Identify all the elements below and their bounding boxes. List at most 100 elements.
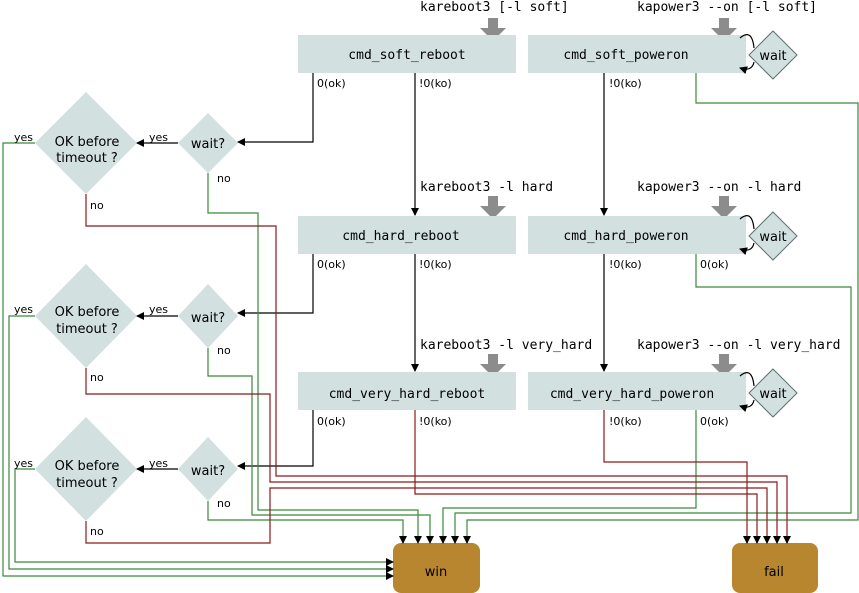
terminal-win-label: win [425,565,447,580]
edge-label-yes: yes [149,131,168,144]
decision-ok-2-line2: timeout ? [56,322,118,337]
decision-wait-2-label: wait? [191,311,225,326]
edge-label-ok: 0(ok) [317,415,346,428]
box-soft-reboot-label: cmd_soft_reboot [348,48,465,63]
box-hard-reboot-label: cmd_hard_reboot [342,229,459,244]
wait-diamond [748,30,798,80]
command-kapower-very-hard: kapower3 --on -l very_hard [637,338,841,353]
decision-ok-3-line1: OK before [55,459,120,474]
wait-label: wait [759,49,786,64]
wait-loop-soft: wait [739,30,798,80]
edge-soft-poweron-ok-win [463,73,859,544]
edge-label-no: no [217,172,231,185]
failure-lines [85,194,791,544]
decision-ok-3-line2: timeout ? [56,476,118,491]
wait-loop-out [739,34,755,49]
edge-label-yes: yes [14,131,33,144]
box-hard-reboot [298,216,516,254]
decision-ok-1-line2: timeout ? [56,151,118,166]
edge-label-ko: !0(ko) [609,77,642,90]
command-kapower-soft: kapower3 --on [-l soft] [637,0,817,15]
box-hard-poweron [528,216,746,254]
command-arrow [711,196,737,219]
decision-ok-2-line1: OK before [55,305,120,320]
decision-ok-3 [35,417,137,521]
command-arrow [480,196,506,219]
edge-label-ko: !0(ko) [609,258,642,271]
command-kareboot-hard: kareboot3 -l hard [420,180,553,195]
box-very-hard-reboot-label: cmd_very_hard_reboot [329,387,486,402]
decision-wait-1-label: wait? [191,137,225,152]
edge-wait2-no-win [207,348,434,544]
command-kareboot-very-hard: kareboot3 -l very_hard [420,338,592,353]
box-very-hard-reboot [298,372,516,410]
edge-label-no: no [217,497,231,510]
success-lines [2,73,859,580]
edge-ok2-no-fail [85,368,781,544]
decision-ok-1-line1: OK before [55,135,120,150]
wait-loop-out [739,215,755,230]
box-soft-reboot [298,35,516,73]
edge-label-no: no [90,371,104,384]
edge-label-yes: yes [14,303,33,316]
edge-hard-poweron-ok-win [451,254,852,544]
edge-ok-to-wait-1 [237,73,314,146]
terminal-win [393,543,480,593]
edge-ok1-no-fail [85,194,791,544]
edge-label-no: no [90,199,104,212]
wait-loop-in [739,399,755,413]
command-arrow [711,18,737,41]
edge-label-ok: 0(ok) [317,258,346,271]
edge-label-ok: 0(ok) [700,258,729,271]
box-very-hard-poweron [528,372,746,410]
edge-wait3-no-win [207,501,407,544]
decision-ok-1 [35,92,137,194]
flow-lines [136,73,608,473]
edge-label-ko: !0(ko) [419,77,452,90]
terminal-fail [732,543,818,593]
box-hard-poweron-label: cmd_hard_poweron [563,229,688,244]
edge-ok-to-wait-3 [237,410,314,470]
box-very-hard-poweron-label: cmd_very_hard_poweron [550,387,714,402]
decision-wait-1 [178,113,238,173]
command-arrow [480,18,506,41]
edge-ok-to-wait-2 [237,254,314,317]
decision-ok-2 [35,264,137,368]
box-soft-poweron [528,35,746,73]
edge-label-ko: !0(ko) [419,415,452,428]
edge-label-ok: 0(ok) [317,77,346,90]
wait-label: wait [759,387,786,402]
edge-label-no: no [90,525,104,538]
edge-ok2-yes-win [8,315,394,573]
decision-wait-3-label: wait? [191,464,225,479]
box-soft-poweron-label: cmd_soft_poweron [563,48,688,63]
edge-label-yes: yes [149,303,168,316]
decision-wait-3 [178,437,238,501]
wait-diamond [748,368,798,418]
edge-very-hard-reboot-ko-fail [414,410,761,544]
terminal-fail-label: fail [764,565,784,580]
edge-label-ko: !0(ko) [609,415,642,428]
wait-loop-in [739,61,755,75]
command-kareboot-soft: kareboot3 [-l soft] [420,0,569,15]
wait-diamond [748,211,798,261]
edge-label-ok: 0(ok) [700,415,729,428]
edge-ok3-no-fail [85,487,771,544]
command-kapower-hard: kapower3 --on -l hard [637,180,801,195]
edge-labels: 0(ok) !0(ko) !0(ko) 0(ok) !0(ko) !0(ko) … [14,77,729,538]
wait-loop-very-hard: wait [739,368,798,418]
command-arrows [480,18,737,377]
command-arrow [480,354,506,377]
wait-loop-out [739,372,755,387]
edge-label-ko: !0(ko) [419,258,452,271]
edge-label-no: no [217,344,231,357]
edge-label-yes: yes [149,457,168,470]
wait-loop-hard: wait [739,211,798,261]
wait-loop-in [739,242,755,256]
edge-ok3-yes-win [14,468,394,566]
wait-label: wait [759,230,786,245]
command-arrow [711,354,737,377]
decision-wait-2 [178,284,238,348]
